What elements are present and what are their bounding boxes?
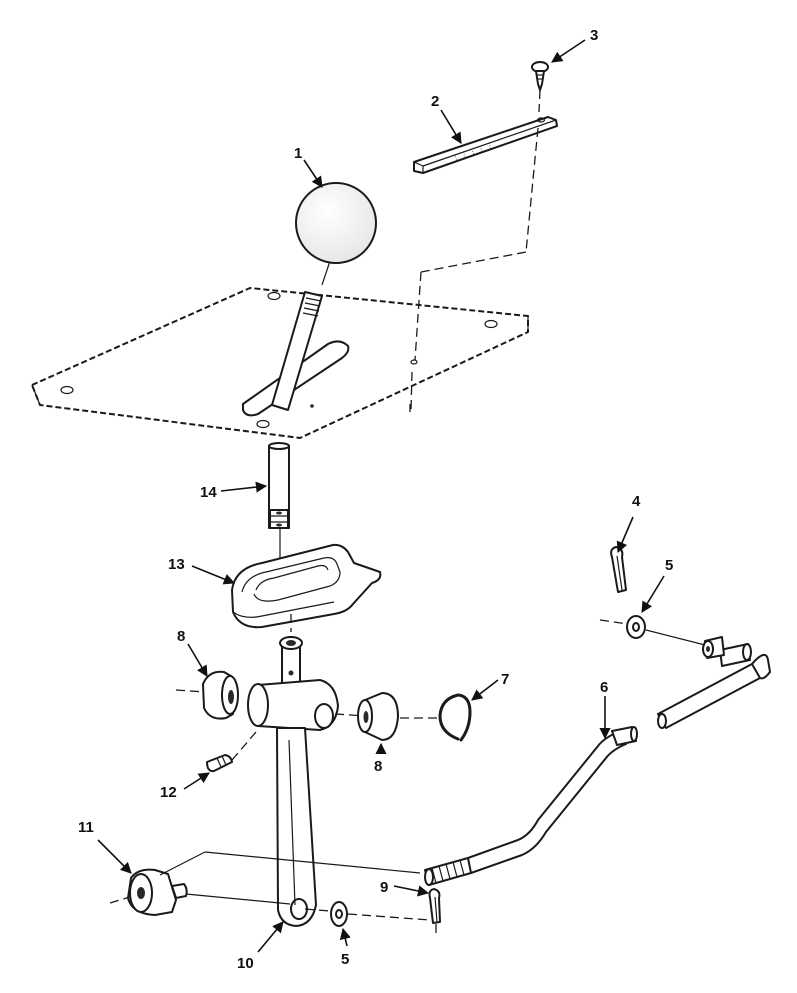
callout-label: 4 [632, 493, 641, 510]
callout-label: 6 [600, 679, 608, 696]
callout-bushing-left: 8 [177, 628, 208, 677]
callout-shift-lever: 10 [237, 921, 284, 972]
callout-label: 3 [590, 27, 598, 44]
callout-knob: 1 [294, 145, 323, 188]
callout-label: 1 [294, 145, 302, 162]
callout-roll-pin: 12 [160, 772, 210, 801]
roll-pin-part [206, 731, 257, 773]
callout-bushing-right: 8 [374, 742, 387, 775]
callout-label: 12 [160, 784, 177, 801]
callout-label: 10 [237, 955, 254, 972]
callout-cotter-pin-upper: 4 [616, 493, 641, 554]
callout-label: 9 [380, 879, 388, 896]
callout-label: 14 [200, 484, 217, 501]
callout-lever-shaft: 14 [200, 481, 268, 501]
mounting-plate [31, 287, 529, 439]
callout-shift-rod: 6 [599, 679, 611, 740]
screw-part [531, 61, 549, 113]
cotter-pin-lower-part [428, 888, 441, 938]
lever-rod-upper [271, 291, 323, 411]
shift-lever-part [247, 636, 339, 927]
lever-shaft-part [268, 442, 290, 580]
callout-label: 11 [78, 819, 94, 836]
bushing-left-part [175, 670, 239, 720]
callout-indicator-plate: 2 [431, 93, 462, 144]
callout-screw: 3 [551, 27, 598, 63]
washer-lower-part [304, 901, 431, 927]
callout-label: 5 [665, 557, 673, 574]
callout-boot: 13 [168, 556, 236, 585]
callout-washer-upper: 5 [641, 557, 673, 613]
callout-label: 8 [374, 758, 382, 775]
shift-rod-part [424, 629, 771, 886]
washer-upper-part [599, 615, 646, 639]
boot-part [231, 543, 382, 629]
callout-pivot-block: 11 [78, 819, 132, 874]
callout-label: 5 [341, 951, 349, 968]
callout-label: 8 [177, 628, 185, 645]
callout-cotter-pin-lower: 9 [380, 879, 430, 897]
callout-retaining-ring: 7 [471, 671, 509, 701]
callout-label: 7 [501, 671, 509, 688]
callout-label: 13 [168, 556, 185, 573]
callout-washer-lower: 5 [339, 927, 351, 968]
bushing-right-part [334, 692, 399, 741]
pivot-block-part [109, 851, 421, 916]
knob-part [295, 182, 377, 286]
retaining-ring-part [400, 693, 472, 742]
cotter-pin-upper-part [610, 546, 627, 593]
callout-label: 2 [431, 93, 439, 110]
